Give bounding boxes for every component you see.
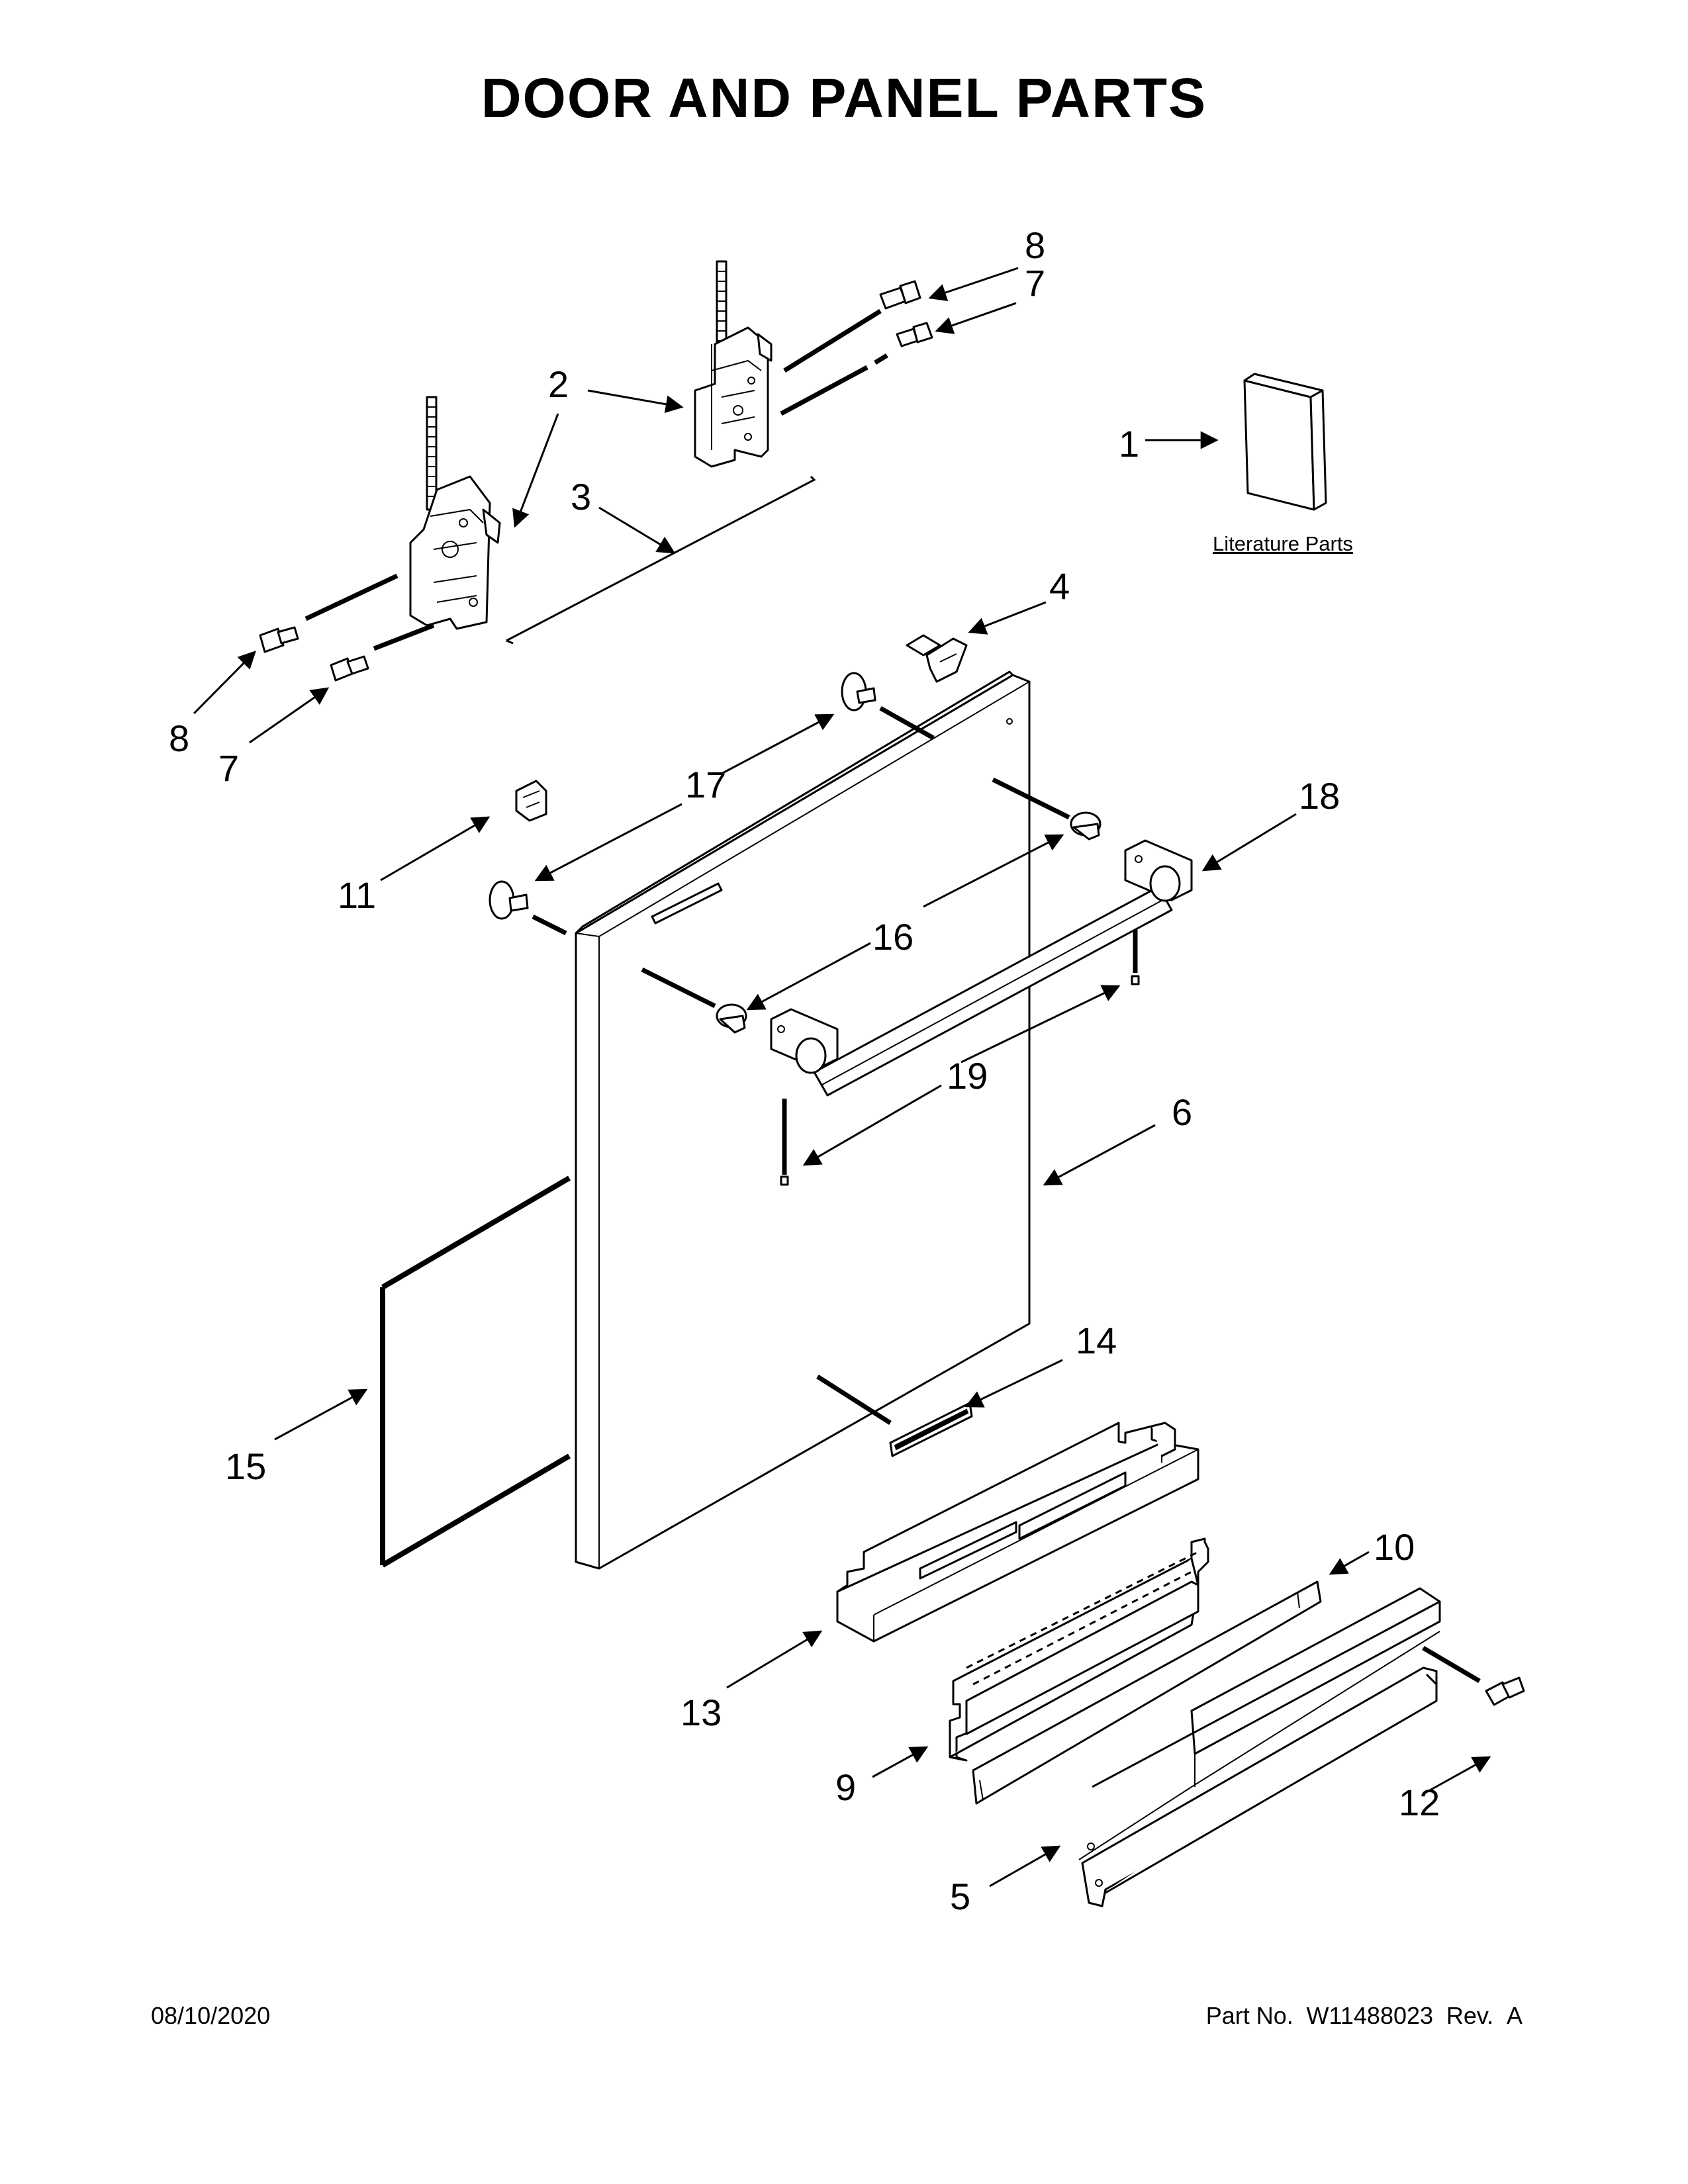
door-latch xyxy=(906,634,968,683)
callout-14: 14 xyxy=(1076,1320,1117,1361)
callout-11: 11 xyxy=(338,874,376,916)
rev-label: Rev. xyxy=(1446,2002,1494,2029)
toe-strip xyxy=(972,1580,1322,1805)
axis-line-hinge-left-a xyxy=(305,573,399,621)
hinge-rod xyxy=(506,475,816,645)
toe-insulation-lower xyxy=(949,1537,1209,1762)
callout-8-top: 8 xyxy=(1025,224,1045,266)
footer-part-number: Part No. W11488023 Rev. A xyxy=(1206,2002,1523,2030)
axis-line-hinge-left-b xyxy=(373,623,435,651)
callout-4: 4 xyxy=(1049,565,1070,607)
set-screw-left xyxy=(780,1175,789,1186)
toe-panel xyxy=(1078,1587,1441,1907)
callout-3: 3 xyxy=(571,476,591,518)
door-handle xyxy=(770,839,1193,1097)
axis-line-stud-right xyxy=(992,777,1070,820)
small-bracket xyxy=(515,780,547,822)
hinge-screw-left-7 xyxy=(330,655,369,682)
callout-15: 15 xyxy=(225,1445,266,1487)
callout-1: 1 xyxy=(1119,423,1139,465)
door-pin-washer-left xyxy=(489,880,529,920)
part-no-label: Part No. xyxy=(1205,2002,1293,2029)
axis-line-pin-left xyxy=(532,914,567,936)
axis-line-hinge-top-b xyxy=(780,365,868,416)
callout-numbers: 1 2 3 4 5 6 7 7 8 8 9 10 11 12 13 14 15 … xyxy=(169,224,1440,1917)
callout-19: 19 xyxy=(947,1055,988,1097)
leader-lines xyxy=(193,267,1491,1888)
callout-7-top: 7 xyxy=(1025,262,1045,304)
door-pin-washer-right xyxy=(841,672,876,711)
callout-6: 6 xyxy=(1172,1091,1192,1133)
axis-line-stud-left xyxy=(641,967,716,1009)
handle-stud-left xyxy=(716,1003,747,1034)
axis-line-pin-right xyxy=(879,705,935,741)
axis-line-hinge-top-a xyxy=(783,309,882,373)
hinge-screw-top-7 xyxy=(896,322,933,347)
callout-9: 9 xyxy=(835,1766,856,1808)
literature-book xyxy=(1243,373,1327,511)
part-no-value: W11488023 xyxy=(1306,2002,1434,2029)
callout-10: 10 xyxy=(1374,1526,1415,1568)
callout-12: 12 xyxy=(1399,1782,1440,1823)
callout-8-left: 8 xyxy=(169,717,189,759)
callout-17: 17 xyxy=(685,764,726,805)
door-panel xyxy=(575,670,1031,1570)
callout-5: 5 xyxy=(950,1876,970,1917)
hinge-right xyxy=(694,260,773,468)
hinge-left xyxy=(409,396,501,630)
callout-2: 2 xyxy=(548,363,569,405)
callout-13: 13 xyxy=(680,1692,722,1733)
axis-line-toe-screw xyxy=(1422,1645,1481,1684)
rev-value: A xyxy=(1506,2002,1523,2029)
toe-insulation-upper xyxy=(836,1422,1199,1643)
footer-date: 08/10/2020 xyxy=(151,2002,271,2029)
hinge-screw-top-8 xyxy=(879,280,921,310)
callout-18: 18 xyxy=(1299,775,1340,817)
callout-7-left: 7 xyxy=(218,747,239,789)
axis-line-hinge-top-c xyxy=(874,353,888,365)
toe-panel-screw xyxy=(1485,1676,1525,1706)
page-title: DOOR AND PANEL PARTS xyxy=(481,67,1207,129)
axis-line-badge xyxy=(816,1375,892,1425)
callout-16: 16 xyxy=(872,916,914,958)
hinge-screw-left-8 xyxy=(259,626,299,653)
brand-badge xyxy=(889,1402,973,1457)
set-screw-right xyxy=(1131,975,1140,985)
literature-parts-label: Literature Parts xyxy=(1213,532,1353,555)
door-gasket xyxy=(380,1175,571,1568)
handle-stud-right xyxy=(1070,811,1102,841)
